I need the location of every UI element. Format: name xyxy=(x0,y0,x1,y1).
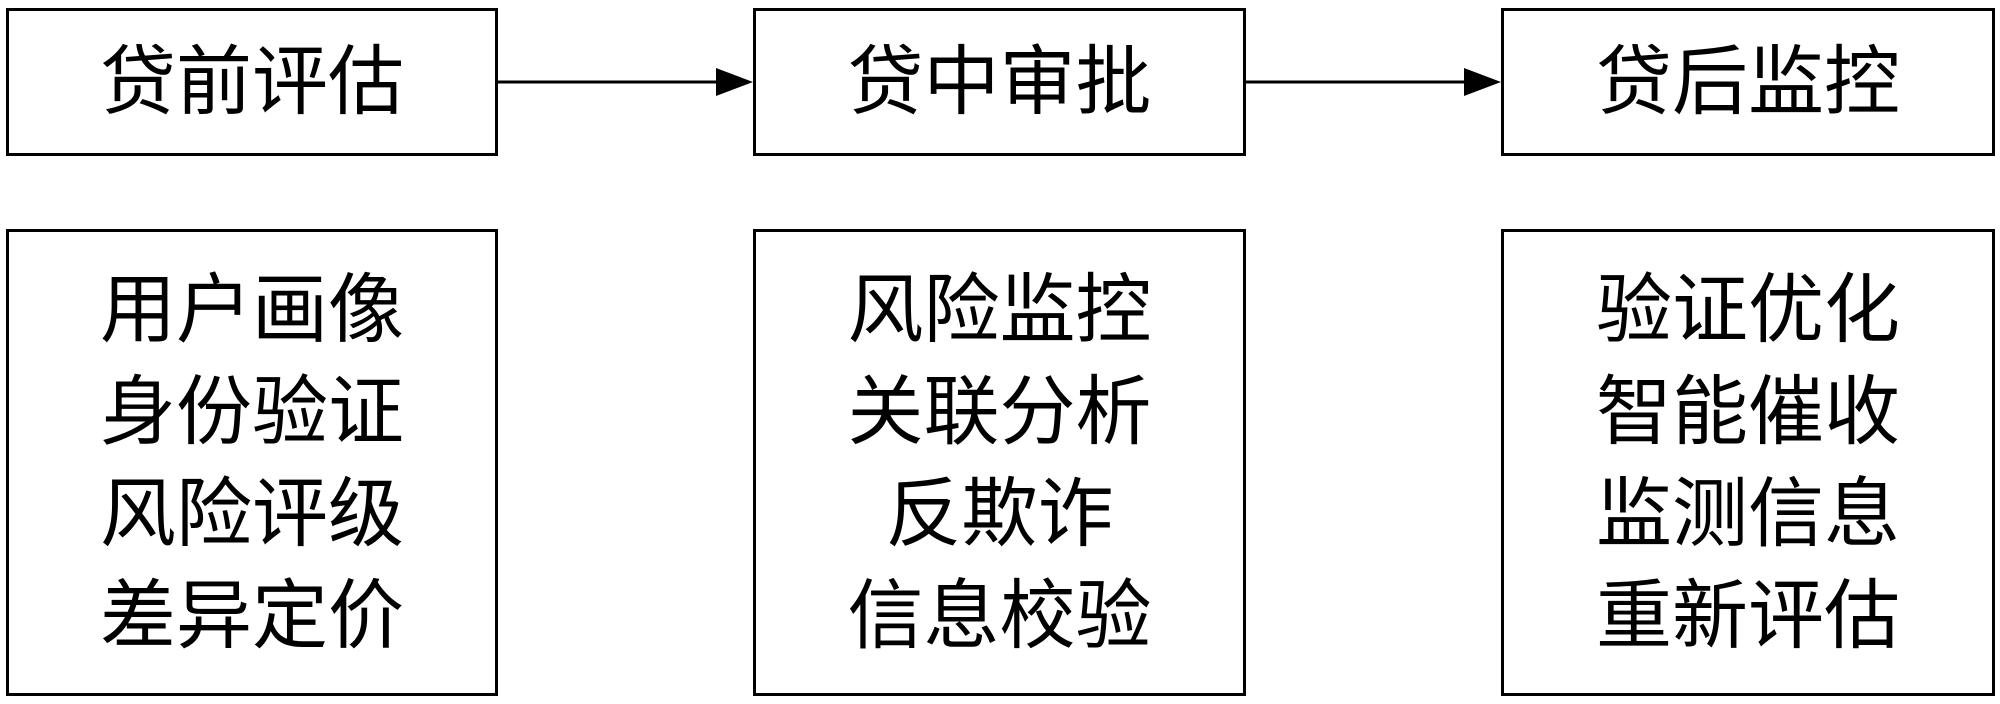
detail-item: 风险评级 xyxy=(100,468,404,558)
detail-item: 用户画像 xyxy=(100,264,404,354)
detail-item: 风险监控 xyxy=(847,264,1152,354)
detail-item: 身份验证 xyxy=(100,366,404,456)
stage-label-post-loan: 贷后监控 xyxy=(1596,37,1900,126)
arrow-pre-to-in xyxy=(498,68,753,96)
detail-item: 关联分析 xyxy=(847,366,1152,456)
stage-box-post-loan: 贷后监控 xyxy=(1501,8,1995,156)
detail-box-post-loan: 验证优化 智能催收 监测信息 重新评估 xyxy=(1501,229,1995,696)
detail-item: 验证优化 xyxy=(1596,264,1900,354)
stage-box-pre-loan: 贷前评估 xyxy=(6,8,498,156)
detail-item: 监测信息 xyxy=(1596,468,1900,558)
detail-item: 信息校验 xyxy=(847,570,1152,660)
detail-box-in-loan: 风险监控 关联分析 反欺诈 信息校验 xyxy=(753,229,1246,696)
stage-label-pre-loan: 贷前评估 xyxy=(100,37,404,126)
detail-item: 重新评估 xyxy=(1596,570,1900,660)
detail-box-pre-loan: 用户画像 身份验证 风险评级 差异定价 xyxy=(6,229,498,696)
stage-box-in-loan: 贷中审批 xyxy=(753,8,1246,156)
detail-item: 差异定价 xyxy=(100,570,404,660)
detail-item: 反欺诈 xyxy=(885,468,1114,558)
detail-item: 智能催收 xyxy=(1596,366,1900,456)
arrow-in-to-post xyxy=(1246,68,1501,96)
stage-label-in-loan: 贷中审批 xyxy=(847,37,1152,126)
